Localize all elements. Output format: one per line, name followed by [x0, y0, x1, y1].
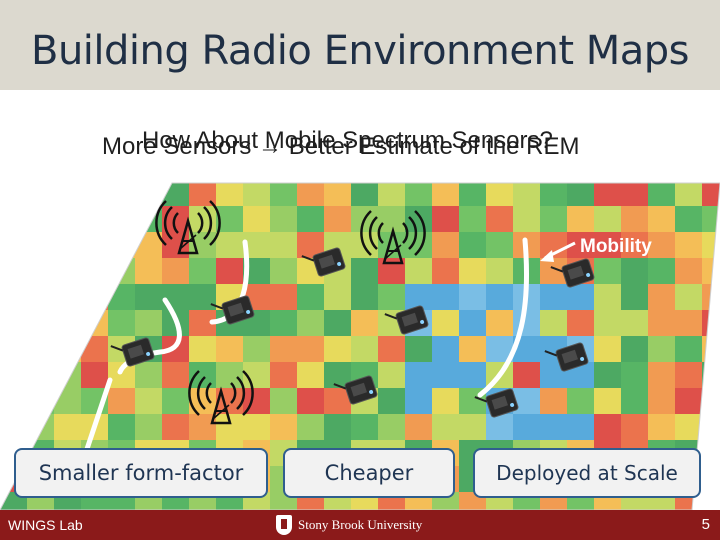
sensor-device-icon	[474, 388, 519, 418]
form-factor-box: Smaller form-factor	[14, 448, 268, 498]
sensor-device-icon	[210, 295, 255, 325]
antenna-tower-icon	[188, 370, 254, 425]
sensor-device-icon	[110, 337, 155, 367]
antenna-tower-icon	[360, 210, 426, 265]
university-logo: Stony Brook University	[276, 515, 422, 535]
slide-title: Building Radio Environment Maps	[31, 28, 689, 74]
sensor-device-icon	[550, 258, 595, 288]
mobility-label: Mobility	[580, 236, 652, 257]
lab-name: WINGS Lab	[8, 517, 83, 533]
sensor-device-icon	[544, 342, 589, 372]
page-number: 5	[701, 516, 710, 533]
footer-bar: WINGS Lab Stony Brook University 5	[0, 510, 720, 540]
sensor-device-icon	[384, 305, 429, 335]
scale-box: Deployed at Scale	[473, 448, 701, 498]
university-name: Stony Brook University	[298, 517, 423, 532]
cheaper-box: Cheaper	[283, 448, 455, 498]
stony-brook-shield-icon	[276, 515, 292, 535]
title-bar	[0, 0, 720, 90]
subtitle-text-1: More Sensors → Better Estimate of the RE…	[102, 133, 580, 160]
path-line-4	[477, 237, 530, 398]
subtitle-text-2: How About Mobile Spectrum Sensors?	[142, 127, 553, 154]
sensor-device-icon	[333, 375, 378, 405]
antenna-tower-icon	[155, 200, 221, 255]
sensor-device-icon	[301, 247, 346, 277]
path-line-1	[209, 239, 250, 325]
